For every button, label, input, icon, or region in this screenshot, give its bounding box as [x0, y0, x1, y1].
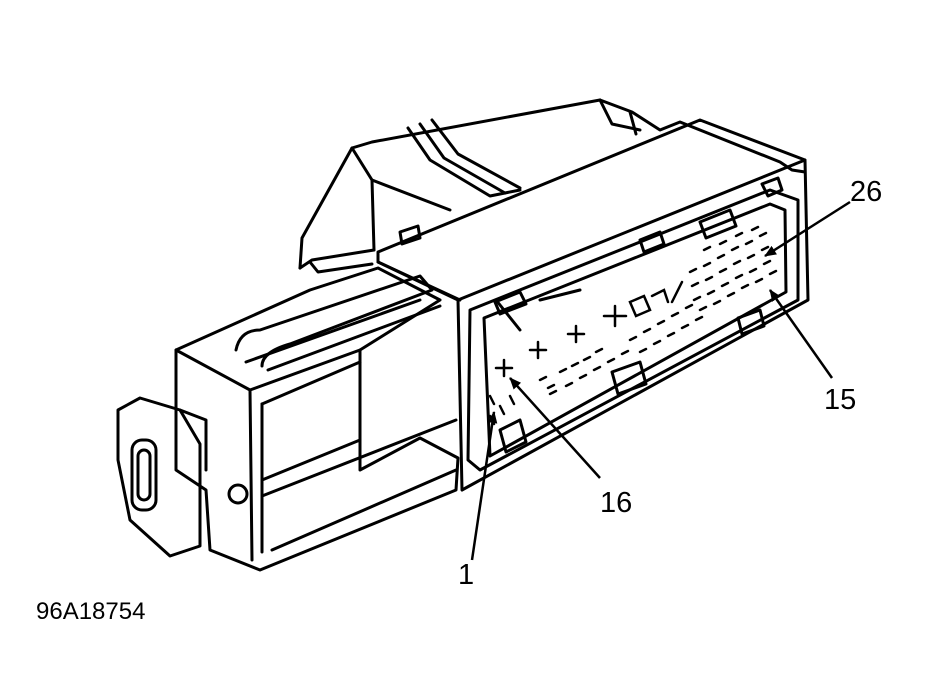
face-frame — [466, 188, 800, 472]
lower-latch — [610, 360, 648, 396]
callout-label-1: 1 — [458, 559, 474, 591]
figure-id: 96A18754 — [36, 598, 146, 625]
housing-hole — [227, 483, 249, 505]
shroud-rib — [406, 126, 522, 198]
end-tab-window — [130, 438, 158, 512]
main-housing — [376, 118, 810, 492]
callout-label-15: 15 — [824, 384, 856, 416]
leader-15 — [768, 289, 834, 379]
rear-shroud — [298, 98, 807, 270]
end-tab — [116, 396, 202, 558]
arm-slot — [234, 274, 434, 368]
callout-leaders — [470, 200, 851, 561]
leader-26 — [764, 200, 851, 258]
cavity — [494, 358, 514, 378]
terminal-cavities — [488, 225, 778, 426]
leader-16 — [509, 377, 601, 479]
callout-label-16: 16 — [600, 487, 632, 519]
callout-label-26: 26 — [850, 176, 882, 208]
locking-arm — [174, 266, 460, 572]
latch-tab — [493, 290, 528, 316]
connector-body — [116, 98, 810, 572]
leader-1 — [470, 411, 498, 561]
